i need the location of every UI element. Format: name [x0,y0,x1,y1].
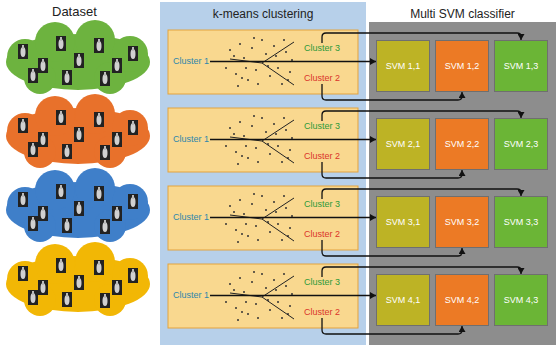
svm-panel-node: Multi SVM classifierSVM 1,1 SVM 1,2 SVM 1,… [369,2,556,345]
yellow-cloud [6,242,150,316]
svm-label: SVM 3,1 [386,217,421,227]
svm-label: SVM 1,3 [504,61,539,71]
cluster-label: Cluster 2 [304,73,340,84]
orange-cloud [6,94,150,168]
svm-box: SVM 4,3 [494,274,548,326]
cluster-label-box: Cluster 3 [303,199,341,210]
svm-panel [369,22,556,345]
cluster-label: Cluster 3 [304,277,340,288]
cluster-label-box: Cluster 3 [303,43,341,54]
svm-label: SVM 4,3 [504,295,539,305]
svm-box: SVM 4,1 [376,274,430,326]
kmeans-panel [160,2,366,345]
cluster-label: Cluster 1 [173,290,209,301]
cluster-label-box: Cluster 3 [303,277,341,288]
cluster-label: Cluster 1 [173,56,209,67]
cluster-label: Cluster 3 [304,43,340,54]
cluster-arrow [210,295,376,296]
cluster-label-box: Cluster 1 [172,212,210,223]
cluster-label-box: Cluster 2 [303,229,341,240]
svm-label: SVM 2,2 [445,139,480,149]
cluster-label-box: Cluster 1 [172,290,210,301]
svm-box: SVM 3,1 [376,196,430,248]
svm-label: SVM 3,3 [504,217,539,227]
cluster-label: Cluster 2 [304,229,340,240]
cluster-label-box: Cluster 2 [303,151,341,162]
cluster-label: Cluster 1 [173,212,209,223]
svm-box: SVM 1,3 [494,40,548,92]
blue-cloud [6,168,150,242]
svm-box: SVM 4,2 [435,274,489,326]
column-heading: Dataset [52,4,97,19]
cluster-label-box: Cluster 2 [303,307,341,318]
panel-heading: Multi SVM classifier [369,7,556,21]
cluster-label-box: Cluster 2 [303,73,341,84]
cluster-arrow [210,139,376,140]
svm-label: SVM 3,2 [445,217,480,227]
green-cloud [6,20,150,94]
cluster-label-box: Cluster 3 [303,121,341,132]
svm-box: SVM 2,2 [435,118,489,170]
cluster-label: Cluster 3 [304,199,340,210]
svm-box: SVM 3,2 [435,196,489,248]
svm-box: SVM 3,3 [494,196,548,248]
cluster-label-box: Cluster 1 [172,134,210,145]
cluster-arrow [210,217,376,218]
panel-heading: k-means clustering [160,7,366,21]
svm-label: SVM 4,2 [445,295,480,305]
svm-label: SVM 1,1 [386,61,421,71]
cluster-label: Cluster 2 [304,307,340,318]
kmeans-panel-node: k-means clusteringCluster 1 Cluster 3 Clus… [160,2,366,345]
cluster-label: Cluster 2 [304,151,340,162]
cluster-label: Cluster 3 [304,121,340,132]
svm-box: SVM 1,2 [435,40,489,92]
cluster-arrow [210,61,376,62]
svm-label: SVM 4,1 [386,295,421,305]
dataset-clouds [6,20,150,316]
cluster-rows [168,30,358,328]
svm-label: SVM 2,1 [386,139,421,149]
svm-box: SVM 2,3 [494,118,548,170]
svm-box: SVM 2,1 [376,118,430,170]
svm-label: SVM 1,2 [445,61,480,71]
svm-box: SVM 1,1 [376,40,430,92]
cluster-label-box: Cluster 1 [172,56,210,67]
cluster-label: Cluster 1 [173,134,209,145]
svm-label: SVM 2,3 [504,139,539,149]
